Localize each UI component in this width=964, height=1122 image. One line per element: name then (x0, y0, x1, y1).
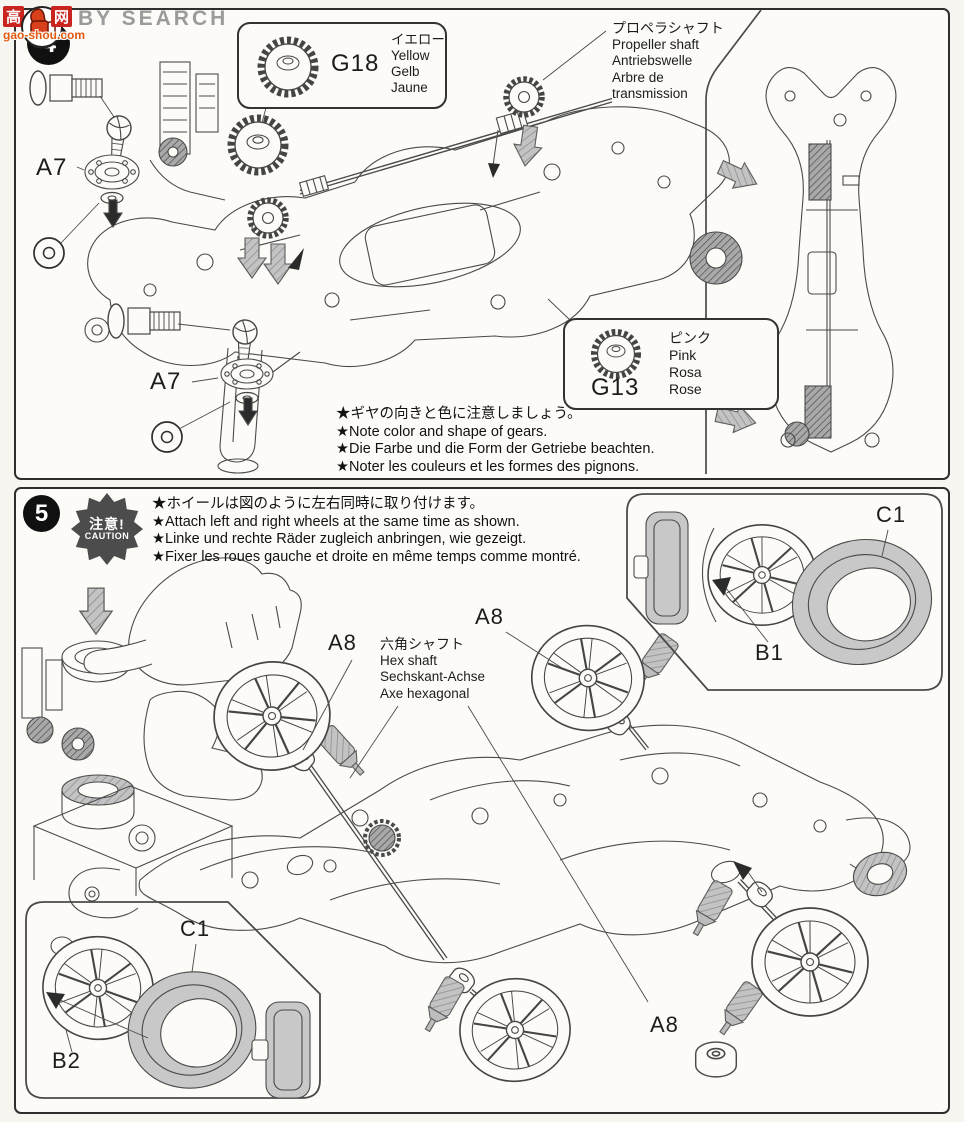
watermark-right-square: 网 (51, 6, 72, 27)
note-ja: ★ギヤの向きと色に注意しましょう。 (336, 406, 582, 422)
g18-colors: イエロー Yellow Gelb Jaune (391, 32, 445, 96)
g13-colors: ピンク Pink Rosa Rose (669, 330, 711, 398)
step5-notes: ★ホイールは図のように左右同時に取り付けます。 ★Attach left and… (152, 496, 581, 566)
watermark-search-text: BY SEARCH (78, 7, 229, 30)
caution-badge: 注意! CAUTION (70, 492, 144, 566)
watermark-left-square: 高 (3, 6, 24, 27)
watermark-site-url: gao-shou.com (3, 28, 86, 42)
watermark: 高 网 BY SEARCH gao-shou.com (2, 2, 232, 58)
note-fr: ★Fixer les roues gauche et droite en mêm… (152, 548, 581, 565)
part-label-a8-bottom: A8 (650, 1012, 679, 1037)
step5-number-badge: 5 (23, 495, 60, 532)
propeller-en: Propeller shaft (612, 36, 700, 52)
step5-panel (14, 487, 950, 1114)
note-en: ★Attach left and right wheels at the sam… (152, 513, 520, 530)
note-de: ★Linke und rechte Räder zugleich anbring… (152, 531, 527, 547)
caution-ja: 注意! (89, 516, 125, 532)
caution-starburst (71, 493, 143, 565)
hex-fr: Axe hexagonal (380, 685, 470, 701)
g13-code: G13 (591, 374, 640, 401)
note-fr: ★Noter les couleurs et les formes des pi… (336, 458, 640, 475)
g13-color-fr: Rose (669, 381, 702, 397)
g18-color-de: Gelb (391, 64, 420, 79)
part-label-a7-lower: A7 (150, 368, 182, 395)
caution-en: CAUTION (84, 531, 130, 541)
part-label-b2: B2 (52, 1048, 81, 1073)
step4-notes: ★ギヤの向きと色に注意しましょう。 ★Note color and shape … (336, 406, 654, 476)
hex-en: Hex shaft (380, 652, 438, 668)
part-label-c1-top: C1 (876, 502, 907, 527)
hex-de: Sechskant-Achse (380, 669, 486, 684)
part-label-b1: B1 (755, 640, 784, 665)
propeller-de: Antriebswelle (612, 53, 693, 68)
propeller-fr1: Arbre de (612, 69, 664, 85)
gear-icon (257, 36, 319, 98)
part-label-a7-upper: A7 (36, 154, 68, 181)
g18-color-ja: イエロー (391, 32, 445, 47)
g13-color-de: Rosa (669, 364, 702, 380)
part-label-a8-left: A8 (328, 630, 357, 655)
note-ja: ★ホイールは図のように左右同時に取り付けます。 (152, 496, 485, 512)
note-de: ★Die Farbe und die Form der Getriebe bea… (336, 441, 655, 457)
g18-part-box: G18 イエロー Yellow Gelb Jaune (237, 22, 447, 109)
hex-shaft-label: 六角シャフト Hex shaft Sechskant-Achse Axe hex… (380, 636, 485, 702)
g13-color-en: Pink (669, 347, 697, 363)
part-label-c1-bottom: C1 (180, 916, 211, 941)
g18-code: G18 (331, 50, 380, 77)
g13-part-box: G13 ピンク Pink Rosa Rose (563, 318, 779, 410)
part-label-a8-top: A8 (475, 604, 504, 629)
g13-color-ja: ピンク (669, 330, 711, 346)
hex-ja: 六角シャフト (380, 636, 464, 652)
g18-color-en: Yellow (391, 48, 430, 63)
note-en: ★Note color and shape of gears. (336, 423, 548, 440)
propeller-fr2: transmission (612, 86, 688, 101)
propeller-shaft-label: プロペラシャフト Propeller shaft Antriebswelle A… (612, 20, 724, 103)
propeller-ja: プロペラシャフト (612, 20, 724, 36)
g18-color-fr: Jaune (391, 80, 428, 95)
